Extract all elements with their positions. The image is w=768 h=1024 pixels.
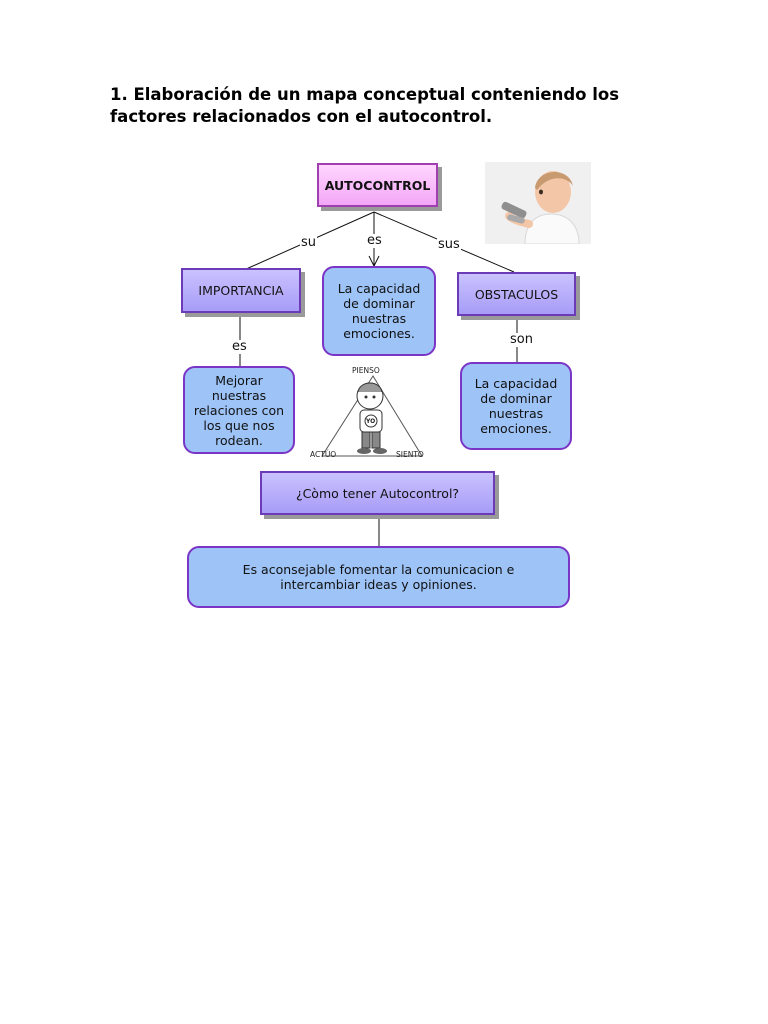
node-importancia: IMPORTANCIA (181, 268, 301, 313)
node-respuesta: Es aconsejable fomentar la comunicacion … (187, 546, 570, 608)
node-obstaculos: OBSTACULOS (457, 272, 576, 316)
node-importancia-detalle: Mejorar nuestras relaciones con los que … (183, 366, 295, 454)
link-label-sus: sus (437, 237, 461, 252)
link-label-son: son (509, 332, 534, 347)
pienso-siento-actuo-clipart: PIENSO YO ACTÚO SIENTO (310, 364, 428, 460)
node-pregunta: ¿Còmo tener Autocontrol? (260, 471, 495, 515)
clipart-label-actuo: ACTÚO (310, 450, 337, 459)
clipart-label-yo: YO (366, 418, 376, 425)
heading-line-1: 1. Elaboración de un mapa conceptual con… (110, 85, 620, 104)
node-obstaculos-detalle: La capacidad de dominar nuestras emocion… (460, 362, 572, 450)
heading-line-2: factores relacionados con el autocontrol… (110, 107, 493, 126)
clipart-label-siento: SIENTO (396, 450, 424, 459)
child-photo (485, 162, 591, 244)
link-label-es-center: es (366, 233, 383, 248)
clipart-label-pienso: PIENSO (352, 366, 380, 375)
link-label-es-left: es (231, 339, 248, 354)
node-autocontrol: AUTOCONTROL (317, 163, 438, 207)
node-definicion: La capacidad de dominar nuestras emocion… (322, 266, 436, 356)
link-label-su: su (300, 235, 318, 250)
page-heading: 1. Elaboración de un mapa conceptual con… (110, 84, 670, 128)
